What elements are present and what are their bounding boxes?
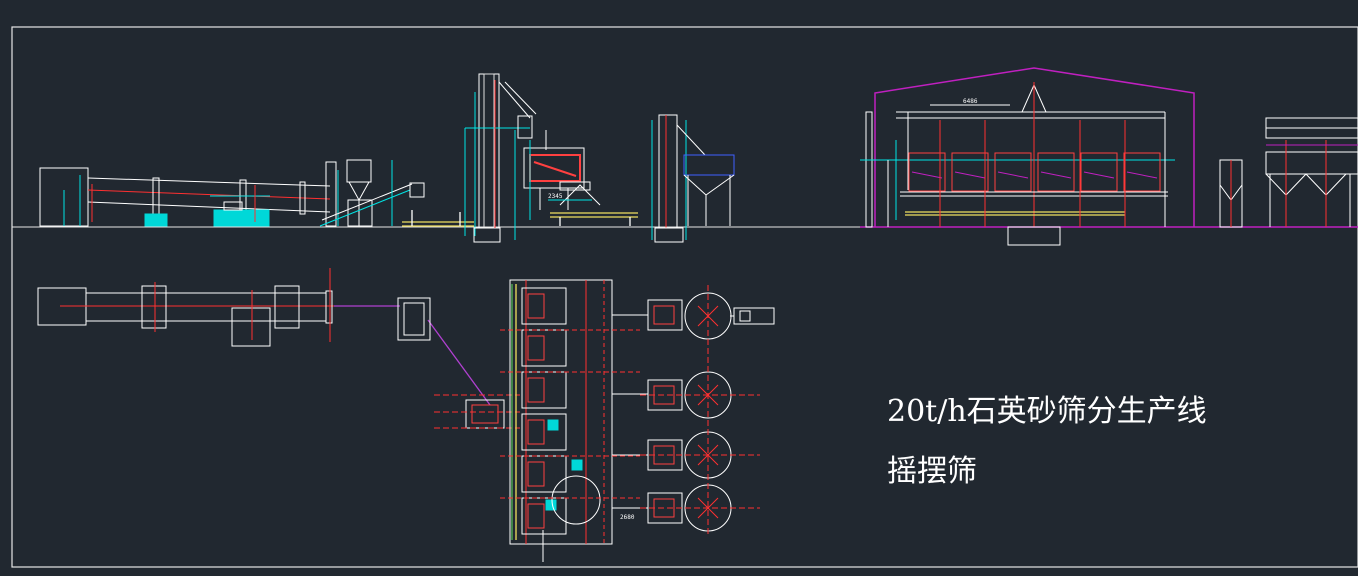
- dimension-label: 2345: [548, 193, 563, 200]
- plan-view: [37, 268, 775, 562]
- dimension-label: 2680: [620, 514, 635, 521]
- rocking-screen-bank-plan: [500, 279, 640, 562]
- material-flow-route: [334, 305, 491, 406]
- product-silo-group: [1219, 117, 1358, 228]
- bucket-elevator-1: [464, 73, 537, 243]
- belt-conveyor-1: [402, 210, 474, 227]
- screening-building-elevation: [860, 67, 1195, 246]
- dimension-label: 6486: [963, 98, 978, 105]
- outlet-silos-plan: [612, 285, 775, 535]
- elevator-plan: [397, 297, 520, 429]
- rotary-dryer-elevation: [39, 161, 337, 227]
- equipment-name-label: 摇摆筛: [887, 454, 977, 489]
- storage-silo-elevation: [683, 154, 735, 226]
- drawing-border: [11, 26, 1358, 568]
- rotary-dryer-plan: [37, 268, 400, 347]
- belt-conveyor-2: [550, 212, 638, 226]
- elevation-view: [39, 67, 1358, 246]
- production-line-title: 20t/h石英砂筛分生产线: [887, 394, 1207, 429]
- feed-hopper-elevation: [319, 159, 425, 227]
- bucket-elevator-2: [651, 114, 706, 243]
- dimension-texts: 6486 2345 2680: [548, 98, 978, 521]
- rocking-screen-elevation: [523, 130, 601, 220]
